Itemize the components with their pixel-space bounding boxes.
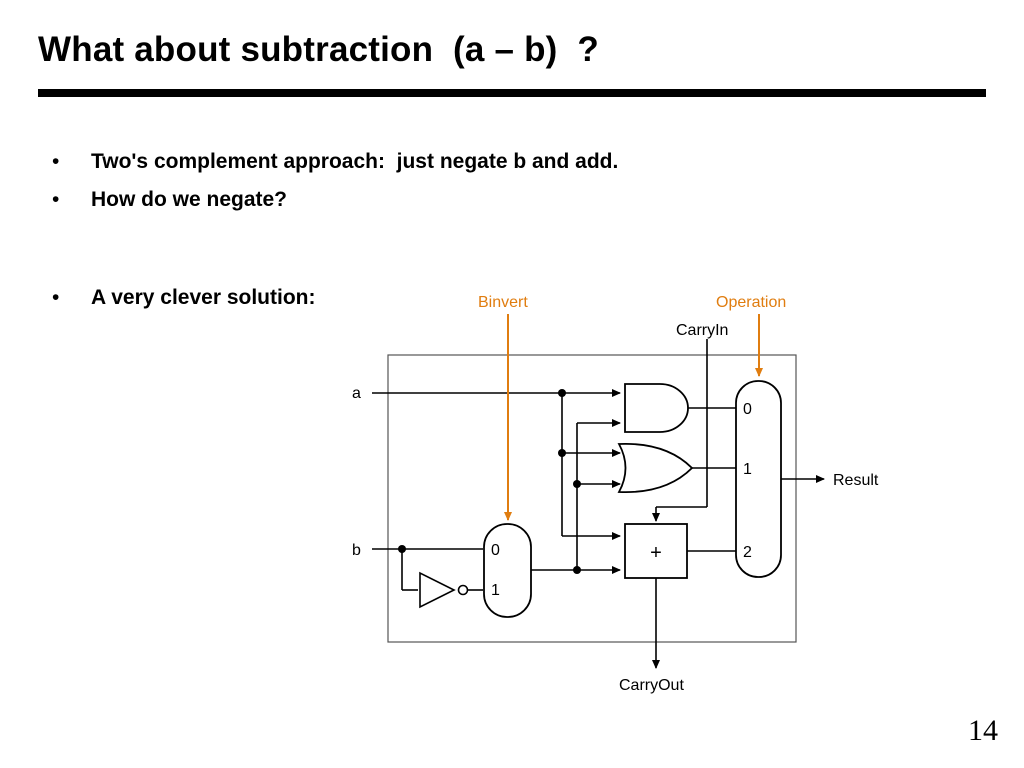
title-divider [38, 89, 986, 97]
bullet-item: • How do we negate? [52, 188, 287, 284]
result-mux-input-2: 2 [743, 544, 752, 561]
result-mux-input-1: 1 [743, 461, 752, 478]
junction-dot [558, 389, 566, 397]
junction-dot [573, 566, 581, 574]
binvert-mux-input-1: 1 [491, 582, 500, 599]
slide-title: What about subtraction (a – b) ? [38, 30, 599, 69]
result-label: Result [833, 472, 879, 489]
junction-dot [398, 545, 406, 553]
junction-dot [573, 480, 581, 488]
result-mux-input-0: 0 [743, 401, 752, 418]
and-gate-icon [624, 383, 689, 433]
bullet-symbol: • [52, 150, 60, 173]
carryin-label: CarryIn [676, 322, 728, 339]
page-number: 14 [968, 714, 998, 747]
bullet-text: A very clever solution: [91, 286, 316, 309]
operation-label: Operation [716, 294, 786, 311]
bullet-text: How do we negate? [91, 188, 288, 211]
result-mux [735, 380, 782, 578]
or-gate-icon [617, 442, 694, 494]
inverter-icon [419, 571, 456, 609]
bullet-item: • A very clever solution: [52, 286, 315, 382]
input-b-label: b [352, 542, 361, 559]
bullet-text: Two's complement approach: just negate b… [91, 150, 619, 173]
adder-symbol: + [650, 542, 662, 564]
input-a-label: a [352, 385, 361, 402]
junction-dot [558, 449, 566, 457]
alu-cell-boundary [387, 354, 797, 643]
bullet-symbol: • [52, 188, 60, 211]
adder-box [624, 523, 688, 579]
binvert-mux [483, 523, 532, 618]
carryout-label: CarryOut [619, 677, 684, 694]
bullet-item: • Two's complement approach: just negate… [52, 150, 618, 246]
inverter-bubble-icon [457, 584, 469, 596]
bullet-symbol: • [52, 286, 60, 309]
binvert-mux-input-0: 0 [491, 542, 500, 559]
binvert-label: Binvert [478, 294, 528, 311]
